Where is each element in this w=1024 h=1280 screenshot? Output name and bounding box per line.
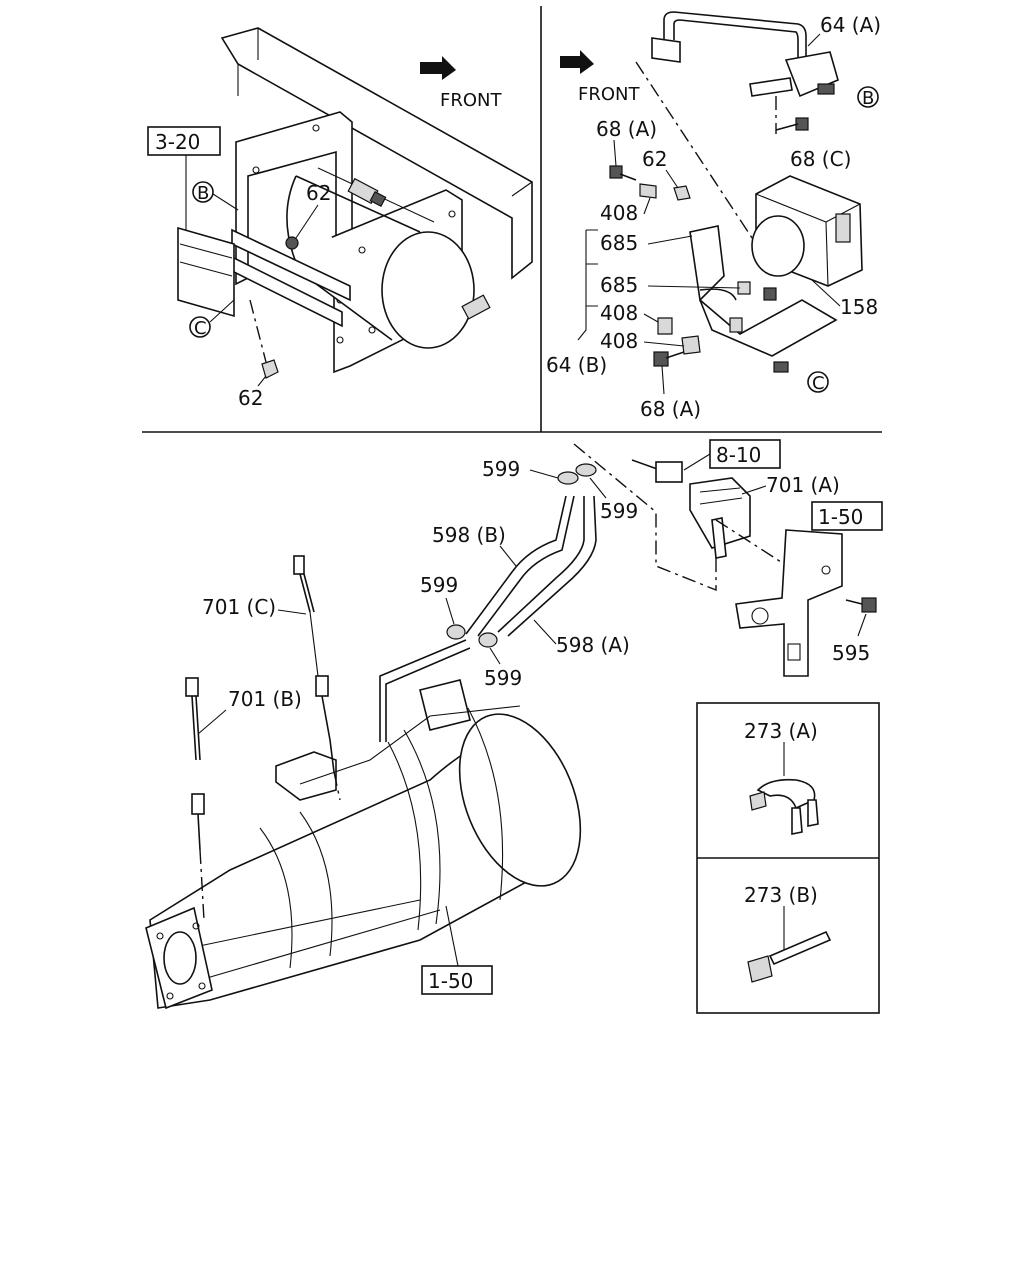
panel-bottom: 1-50 599 599 598 (B) 599 598 [145, 439, 883, 1014]
circle-b-icon-right [857, 86, 879, 108]
clamp-599-mid-left [446, 624, 466, 640]
clamp-599-mid-right [478, 632, 498, 648]
circle-c-label: C [194, 318, 207, 339]
ref-box-1-50-side [811, 501, 883, 531]
callout-598b: 598 (B) [432, 523, 506, 547]
callout-701b: 701 (B) [228, 687, 302, 711]
bolt-with-b: B [817, 83, 879, 109]
inset-273a: 273 (A) [744, 719, 819, 835]
circle-b-label: B [197, 183, 209, 204]
bolt-68a-lower [653, 351, 685, 367]
callout-62-right: 62 [642, 147, 667, 171]
callout-595: 595 [832, 641, 870, 665]
callout-599-mid-right: 599 [484, 666, 522, 690]
valve-upper [347, 177, 387, 208]
nut-62-lower [249, 299, 279, 379]
callout-62-upper: 62 [306, 181, 331, 205]
sensor-bracket [735, 529, 843, 677]
air-tank-end [381, 231, 475, 349]
circle-c-icon-right [807, 371, 829, 393]
sensor-701c [293, 555, 341, 801]
sensor-701b [185, 677, 205, 921]
bolt-595 [845, 597, 877, 613]
valve-lower [461, 294, 491, 320]
exhaust-converter [145, 679, 582, 1010]
bolt-68c [775, 96, 809, 134]
modulator-158 [751, 175, 863, 287]
inset-273b-label: 273 (B) [744, 883, 818, 907]
inset-273b: 273 (B) [744, 883, 832, 983]
callout-599-top-right: 599 [600, 499, 638, 523]
callout-701c: 701 (C) [202, 595, 276, 619]
callout-68a-lower: 68 (A) [640, 397, 701, 421]
callout-408-lower: 408 [600, 329, 638, 353]
side-plate [177, 226, 235, 318]
front-label-right: FRONT [578, 84, 640, 105]
callout-408-mid: 408 [600, 301, 638, 325]
callout-598a: 598 (A) [556, 633, 630, 657]
ref-box-1-50-lower-label: 1-50 [428, 969, 473, 993]
circle-c-label-right: C [812, 373, 825, 394]
clamp-599-top-right [575, 463, 597, 477]
bracket-64b [689, 225, 838, 357]
hose-598b [465, 495, 575, 637]
ref-box-3-20-label: 3-20 [155, 130, 200, 154]
clamp-599-top-left [557, 471, 579, 485]
circle-b-icon [192, 181, 214, 203]
front-arrow-icon-right [560, 50, 594, 74]
callout-685-upper: 685 [600, 231, 638, 255]
frame-rail [220, 27, 533, 280]
ref-box-1-50-lower [421, 965, 493, 995]
callout-599-top-left: 599 [482, 457, 520, 481]
circle-b-label-right: B [862, 88, 874, 109]
callout-599-mid-left: 599 [420, 573, 458, 597]
nut-62-upper [285, 236, 299, 250]
ref-box-8-10-label: 8-10 [716, 443, 761, 467]
ref-box-8-10 [709, 439, 781, 469]
callout-68c: 68 (C) [790, 147, 851, 171]
ref-box-1-50-side-label: 1-50 [818, 505, 863, 529]
callout-685-lower: 685 [600, 273, 638, 297]
panel-top-left: FRONT 3-20 B C 62 62 [147, 27, 533, 410]
pipe-64a [663, 11, 807, 66]
callout-158: 158 [840, 295, 878, 319]
ref-box-3-20 [147, 126, 221, 156]
circle-c-icon [189, 316, 211, 338]
callout-68a-upper: 68 (A) [596, 117, 657, 141]
callout-408-upper: 408 [600, 201, 638, 225]
bolt-68a-upper [609, 165, 637, 181]
callout-64a: 64 (A) [820, 13, 881, 37]
front-label: FRONT [440, 90, 502, 111]
callout-701a: 701 (A) [766, 473, 840, 497]
front-arrow-icon [420, 56, 456, 80]
callout-62-lower: 62 [238, 386, 263, 410]
inset-273a-label: 273 (A) [744, 719, 818, 743]
callout-64b: 64 (B) [546, 353, 607, 377]
bolt-with-c: C [773, 361, 829, 394]
hose-598a [497, 495, 597, 637]
pressure-sensor [631, 459, 751, 559]
panel-top-right: FRONT 64 (A) B 68 (C) 158 [546, 11, 881, 421]
